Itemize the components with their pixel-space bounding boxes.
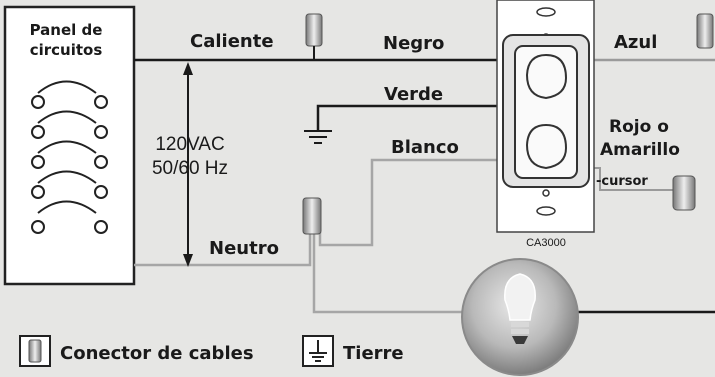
terminal-circles-icon — [31, 95, 108, 234]
wires — [134, 58, 715, 314]
legend-connector-icon — [19, 335, 51, 367]
legend-ground-icon — [302, 335, 334, 367]
wire-connector-blue-icon — [696, 13, 714, 49]
panel-title-line2: circuitos — [30, 41, 103, 59]
legend: Conector de cables Tierre — [19, 335, 404, 367]
hot-label: Caliente — [190, 31, 274, 52]
dimmer-button-upper-icon — [525, 53, 568, 100]
wire-connector-hot-icon — [305, 13, 323, 60]
wire-connector-neutral-icon — [302, 197, 322, 235]
frequency-label: 50/60 Hz — [152, 158, 228, 179]
neutral-bulb-wire — [312, 232, 470, 314]
device-model-label: CA3000 — [526, 237, 566, 249]
neutral-label: Neutro — [209, 238, 279, 259]
voltage-indicator: 120VAC 50/60 Hz — [152, 62, 228, 267]
breaker-arcs-icon — [37, 80, 97, 214]
dimmer-button-lower-icon — [525, 123, 568, 170]
traveler-label: -cursor — [596, 174, 648, 189]
green-label: Verde — [384, 84, 443, 105]
legend-ground-label: Tierre — [343, 343, 404, 364]
voltage-label: 120VAC — [155, 134, 224, 155]
legend-connector-label: Conector de cables — [60, 343, 254, 364]
blue-label: Azul — [614, 32, 657, 53]
traveler-wire — [592, 167, 680, 191]
panel-title-line1: Panel de — [30, 21, 103, 39]
ground-icon — [304, 130, 332, 144]
dimmer-device: CA3000 — [496, 0, 595, 249]
light-bulb-icon — [461, 258, 579, 376]
circuit-panel: Panel de circuitos — [3, 5, 136, 286]
white-wire — [318, 158, 500, 247]
green-wire — [316, 104, 500, 130]
black-label: Negro — [383, 33, 444, 54]
red-yellow-label-line2: Amarillo — [600, 140, 680, 160]
red-yellow-label-line1: Rojo o — [609, 117, 669, 137]
neutral-wire — [134, 232, 312, 267]
wire-connector-traveler-icon — [672, 175, 696, 211]
white-label: Blanco — [391, 137, 459, 158]
